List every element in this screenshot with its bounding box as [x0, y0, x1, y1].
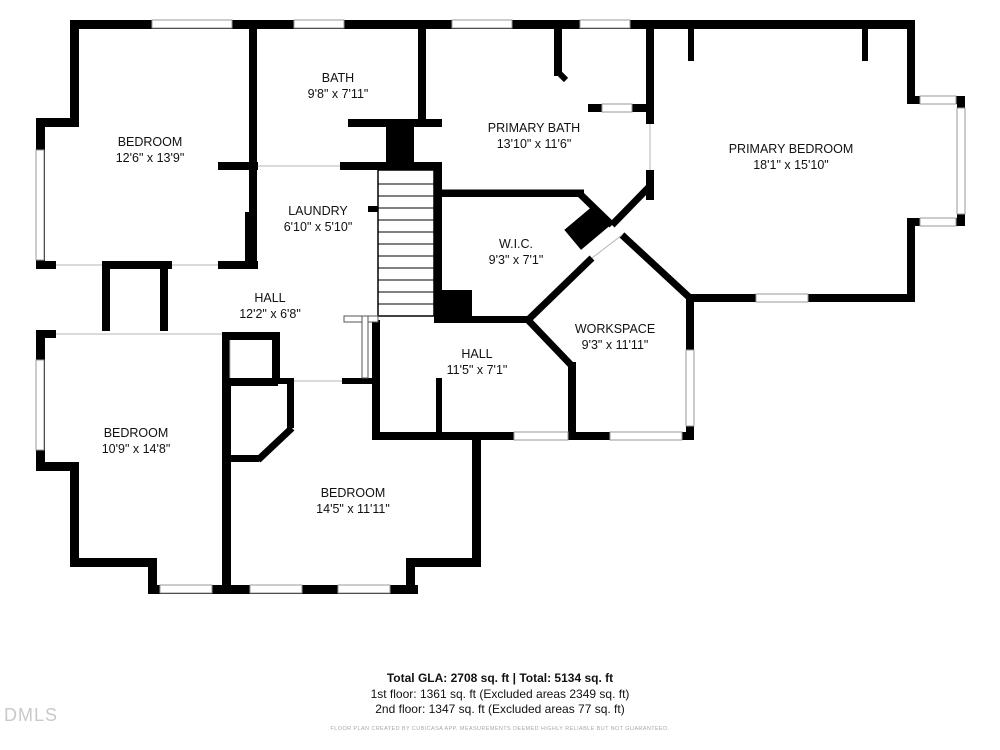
first-floor-text: 1st floor: 1361 sq. ft (Excluded areas 2… [370, 687, 630, 701]
workspace-dim: 9'3" x 11'11" [582, 338, 649, 352]
door-openings [56, 124, 651, 382]
stair-treads [343, 169, 435, 379]
bedroom-top-left-dim: 12'6" x 13'9" [116, 151, 185, 165]
primary-bedroom-name: PRIMARY BEDROOM [729, 142, 854, 156]
bath-name: BATH [322, 71, 354, 85]
hall-center-dim: 11'5" x 7'1" [447, 363, 508, 377]
workspace-name: WORKSPACE [575, 322, 655, 336]
laundry-dim: 6'10" x 5'10" [284, 220, 353, 234]
room-labels: BEDROOM 12'6" x 13'9" BATH 9'8" x 7'11" … [102, 71, 854, 516]
interior-walls [36, 20, 868, 594]
bedroom-top-left-name: BEDROOM [118, 135, 183, 149]
mls-logo: DMLS [4, 705, 59, 725]
primary-bath-dim: 13'10" x 11'6" [497, 137, 572, 151]
wic-dim: 9'3" x 7'1" [489, 253, 544, 267]
disclaimer-text: FLOOR PLAN CREATED BY CUBICASA APP. MEAS… [330, 726, 670, 732]
bedroom-bottom-dim: 14'5" x 11'11" [316, 502, 390, 516]
diagonal-walls [255, 67, 693, 463]
bath-dim: 9'8" x 7'11" [308, 87, 369, 101]
hall-left-dim: 12'2" x 6'8" [239, 307, 301, 321]
bedroom-left-dim: 10'9" x 14'8" [102, 442, 171, 456]
bedroom-bottom-name: BEDROOM [321, 486, 386, 500]
exterior-walls [36, 20, 965, 594]
wic-name: W.I.C. [499, 237, 533, 251]
second-floor-text: 2nd floor: 1347 sq. ft (Excluded areas 7… [375, 702, 625, 716]
hall-left-name: HALL [254, 291, 285, 305]
bedroom-left-name: BEDROOM [104, 426, 169, 440]
hall-center-name: HALL [461, 347, 492, 361]
total-gla-text: Total GLA: 2708 sq. ft | Total: 5134 sq.… [386, 671, 614, 685]
windows [35, 19, 966, 594]
laundry-name: LAUNDRY [288, 204, 348, 218]
primary-bath-name: PRIMARY BATH [488, 121, 580, 135]
primary-bedroom-dim: 18'1" x 15'10" [753, 158, 829, 172]
